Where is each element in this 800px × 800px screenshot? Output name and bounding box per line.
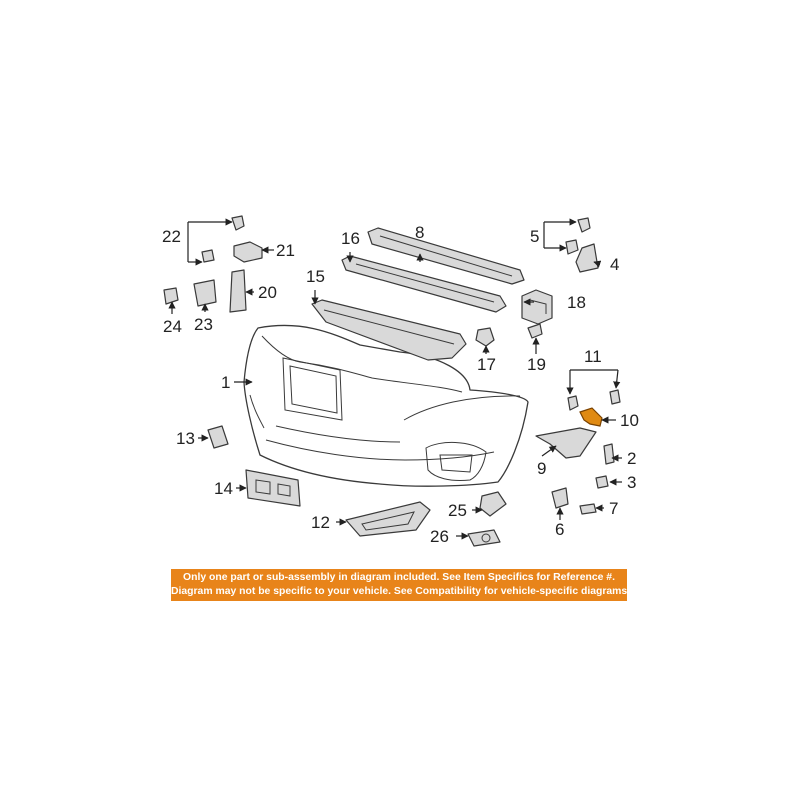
disclaimer-line-1: Only one part or sub-assembly in diagram… bbox=[183, 572, 615, 583]
callout-20: 20 bbox=[258, 283, 277, 302]
part-clip-17 bbox=[475, 327, 495, 347]
part-screw-7 bbox=[579, 503, 597, 515]
part-clip-2 bbox=[603, 443, 615, 465]
callout-10: 10 bbox=[620, 411, 639, 430]
callout-14: 14 bbox=[214, 479, 233, 498]
part-clip-3 bbox=[595, 475, 609, 489]
part-bracket-4 bbox=[575, 243, 599, 273]
callout-19: 19 bbox=[527, 355, 546, 374]
part-upper-reinforcement bbox=[367, 227, 525, 285]
callout-1: 1 bbox=[221, 373, 230, 392]
callout-8: 8 bbox=[415, 223, 424, 242]
callout-2: 2 bbox=[627, 449, 636, 468]
callout-5: 5 bbox=[530, 227, 539, 246]
callout-24: 24 bbox=[163, 317, 182, 336]
callout-22: 22 bbox=[162, 227, 181, 246]
callout-3: 3 bbox=[627, 473, 636, 492]
callout-13: 13 bbox=[176, 429, 195, 448]
part-grille-molding bbox=[311, 299, 467, 361]
disclaimer-banner: Only one part or sub-assembly in diagram… bbox=[171, 569, 631, 601]
part-bolt-22-upper bbox=[201, 215, 245, 263]
callout-23: 23 bbox=[194, 315, 213, 334]
part-bolt-19 bbox=[527, 323, 543, 339]
callout-18: 18 bbox=[567, 293, 586, 312]
part-sensor-25 bbox=[479, 491, 507, 517]
part-bracket-20 bbox=[229, 269, 247, 313]
part-bracket-9 bbox=[535, 427, 597, 459]
callout-17: 17 bbox=[477, 355, 496, 374]
part-bumper-cover bbox=[243, 324, 529, 487]
part-bracket-23 bbox=[193, 279, 217, 307]
part-clip-6 bbox=[551, 487, 569, 509]
callout-21: 21 bbox=[276, 241, 295, 260]
callout-15: 15 bbox=[306, 267, 325, 286]
part-bracket-21 bbox=[233, 241, 263, 263]
part-clip-24 bbox=[163, 287, 179, 305]
callout-16: 16 bbox=[341, 229, 360, 248]
leader-lines bbox=[168, 218, 622, 540]
part-license-bracket bbox=[245, 469, 301, 507]
part-bolt-5-upper bbox=[565, 217, 591, 255]
callout-7: 7 bbox=[609, 499, 618, 518]
callout-4: 4 bbox=[610, 255, 619, 274]
callout-9: 9 bbox=[537, 459, 546, 478]
part-bracket-10-highlighted bbox=[579, 407, 603, 427]
part-side-bracket bbox=[521, 289, 553, 325]
callout-12: 12 bbox=[311, 513, 330, 532]
disclaimer-line-2: Diagram may not be specific to your vehi… bbox=[171, 586, 631, 597]
part-bolt-11 bbox=[567, 389, 621, 411]
part-fog-bezel bbox=[345, 501, 431, 537]
part-sensor-26 bbox=[467, 529, 501, 547]
callout-25: 25 bbox=[448, 501, 467, 520]
callout-26: 26 bbox=[430, 527, 449, 546]
callout-11: 11 bbox=[584, 347, 602, 366]
callout-6: 6 bbox=[555, 520, 564, 539]
part-cover-13 bbox=[207, 425, 229, 449]
